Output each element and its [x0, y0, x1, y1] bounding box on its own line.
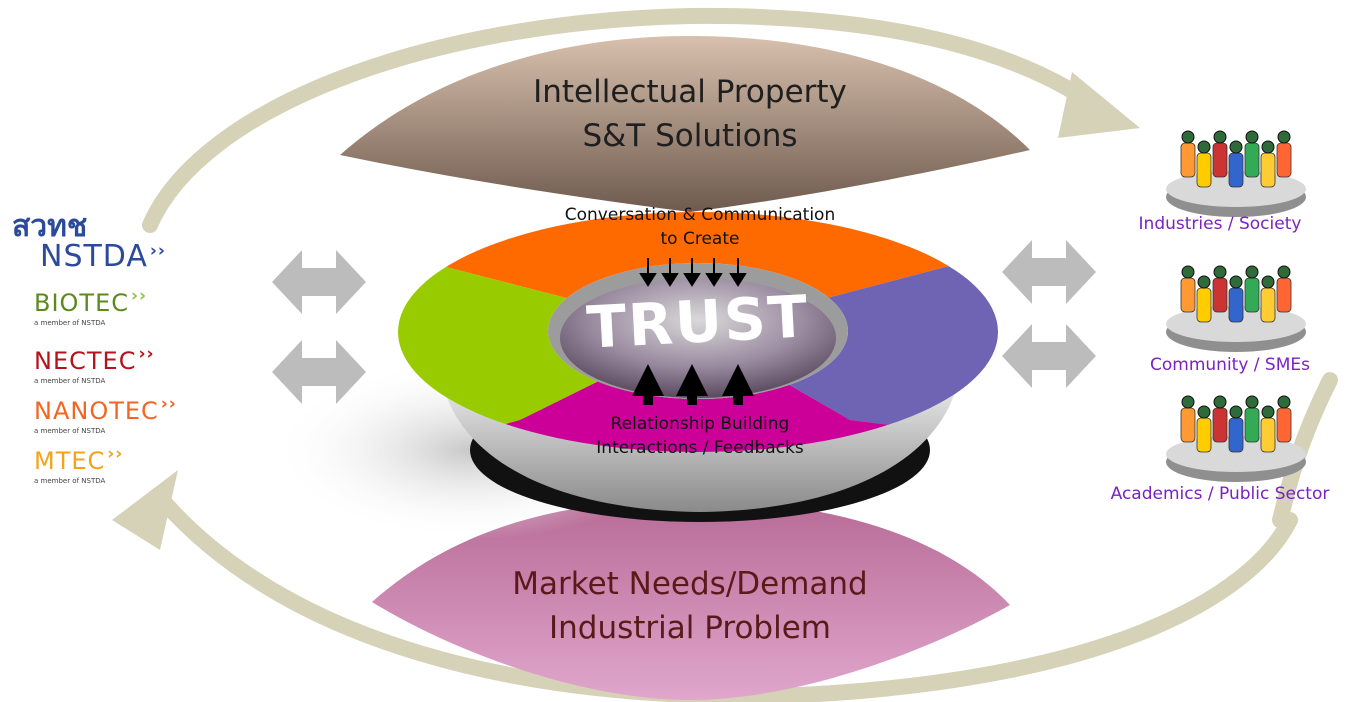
- group-label-industries: Industries / Society: [1138, 214, 1302, 234]
- down-arrows: [639, 258, 747, 287]
- person-body: [1180, 142, 1196, 178]
- person-head: [1197, 140, 1211, 154]
- logo-chevron-icon: ››: [138, 344, 155, 364]
- logo-nectec: NECTEC›› a member of NSTDA: [34, 344, 154, 385]
- person-head: [1181, 395, 1195, 409]
- person-head: [1213, 130, 1227, 144]
- top-label-line1: Intellectual Property: [533, 74, 847, 110]
- ring-bottom-label-line1: Relationship Building: [610, 414, 790, 434]
- person-head: [1261, 275, 1275, 289]
- person-head: [1213, 395, 1227, 409]
- double-arrow-right-1: [1002, 240, 1096, 304]
- person-body: [1260, 417, 1276, 453]
- logo-subtitle: a member of NSTDA: [34, 319, 106, 327]
- person-body: [1196, 417, 1212, 453]
- group-label-community: Community / SMEs: [1150, 355, 1310, 375]
- person-head: [1277, 395, 1291, 409]
- center-hole: [560, 278, 836, 398]
- logo-subtitle: a member of NSTDA: [34, 427, 106, 435]
- person-head: [1181, 130, 1195, 144]
- up-arrows: [632, 364, 754, 405]
- ring-top-label: Conversation & Communication to Create: [520, 203, 880, 251]
- bottom-label-line2: Industrial Problem: [549, 610, 831, 646]
- ring-top-label-line1: Conversation & Communication: [564, 205, 836, 225]
- person-body: [1212, 142, 1228, 178]
- top-lens-shape: [340, 36, 1030, 212]
- center-trust-word: TRUST: [585, 282, 811, 362]
- person-head: [1229, 405, 1243, 419]
- person-head: [1261, 140, 1275, 154]
- person-body: [1244, 277, 1260, 313]
- person-body: [1212, 407, 1228, 443]
- person-body: [1228, 287, 1244, 323]
- person-head: [1245, 130, 1259, 144]
- people-group-community: [1166, 265, 1306, 352]
- logo-chevron-icon: ››: [107, 444, 124, 464]
- ring-bottom-label-line2: Interactions / Feedbacks: [596, 438, 804, 458]
- logo-subtitle: a member of NSTDA: [34, 377, 106, 385]
- top-label: Intellectual Property S&T Solutions: [420, 70, 960, 158]
- person-head: [1197, 405, 1211, 419]
- person-body: [1180, 277, 1196, 313]
- person-body: [1196, 152, 1212, 188]
- logo-name: NECTEC: [34, 347, 137, 375]
- person-body: [1260, 287, 1276, 323]
- double-arrow-left-1: [272, 250, 366, 314]
- person-head: [1229, 140, 1243, 154]
- person-head: [1213, 265, 1227, 279]
- double-arrow-right-2: [1002, 324, 1096, 388]
- bottom-label: Market Needs/Demand Industrial Problem: [420, 562, 960, 650]
- loop-arrowhead-left: [112, 470, 178, 550]
- person-head: [1229, 275, 1243, 289]
- top-label-line2: S&T Solutions: [582, 118, 798, 154]
- person-body: [1276, 277, 1292, 313]
- person-head: [1277, 265, 1291, 279]
- person-body: [1196, 287, 1212, 323]
- bottom-lens-shape: [372, 500, 1010, 700]
- person-head: [1181, 265, 1195, 279]
- logo-chevron-icon: ››: [149, 241, 166, 261]
- person-body: [1244, 407, 1260, 443]
- ring-segment-orange: [398, 212, 998, 332]
- logo-subtitle: a member of NSTDA: [34, 477, 106, 485]
- person-head: [1197, 275, 1211, 289]
- logo-nanotec: NANOTEC›› a member of NSTDA: [34, 394, 177, 435]
- person-body: [1212, 277, 1228, 313]
- logo-mtec: MTEC›› a member of NSTDA: [34, 444, 123, 485]
- person-head: [1277, 130, 1291, 144]
- person-head: [1245, 265, 1259, 279]
- group-label-academics: Academics / Public Sector: [1110, 484, 1330, 504]
- ring-segment-purple: [698, 250, 998, 440]
- bottom-label-line1: Market Needs/Demand: [512, 566, 868, 602]
- people-group-industries: [1166, 130, 1306, 217]
- person-body: [1228, 417, 1244, 453]
- double-arrow-left-2: [272, 340, 366, 404]
- loop-arrowhead-right: [1058, 72, 1140, 138]
- ring-bottom-label: Relationship Building Interactions / Fee…: [540, 412, 860, 460]
- person-body: [1228, 152, 1244, 188]
- logo-name: MTEC: [34, 447, 106, 475]
- person-body: [1260, 152, 1276, 188]
- person-body: [1244, 142, 1260, 178]
- ring-top-label-line2: to Create: [660, 229, 740, 249]
- people-group-academics: [1166, 395, 1306, 482]
- person-body: [1180, 407, 1196, 443]
- person-head: [1261, 405, 1275, 419]
- logo-biotec: BIOTEC›› a member of NSTDA: [34, 286, 147, 327]
- person-body: [1276, 407, 1292, 443]
- logo-thai-text: สวทช: [12, 209, 88, 244]
- logo-name: NSTDA: [40, 239, 148, 274]
- logo-chevron-icon: ››: [131, 286, 148, 306]
- person-head: [1245, 395, 1259, 409]
- logo-name: BIOTEC: [34, 289, 130, 317]
- logo-name: NANOTEC: [34, 397, 159, 425]
- person-body: [1276, 142, 1292, 178]
- logo-chevron-icon: ››: [160, 394, 177, 414]
